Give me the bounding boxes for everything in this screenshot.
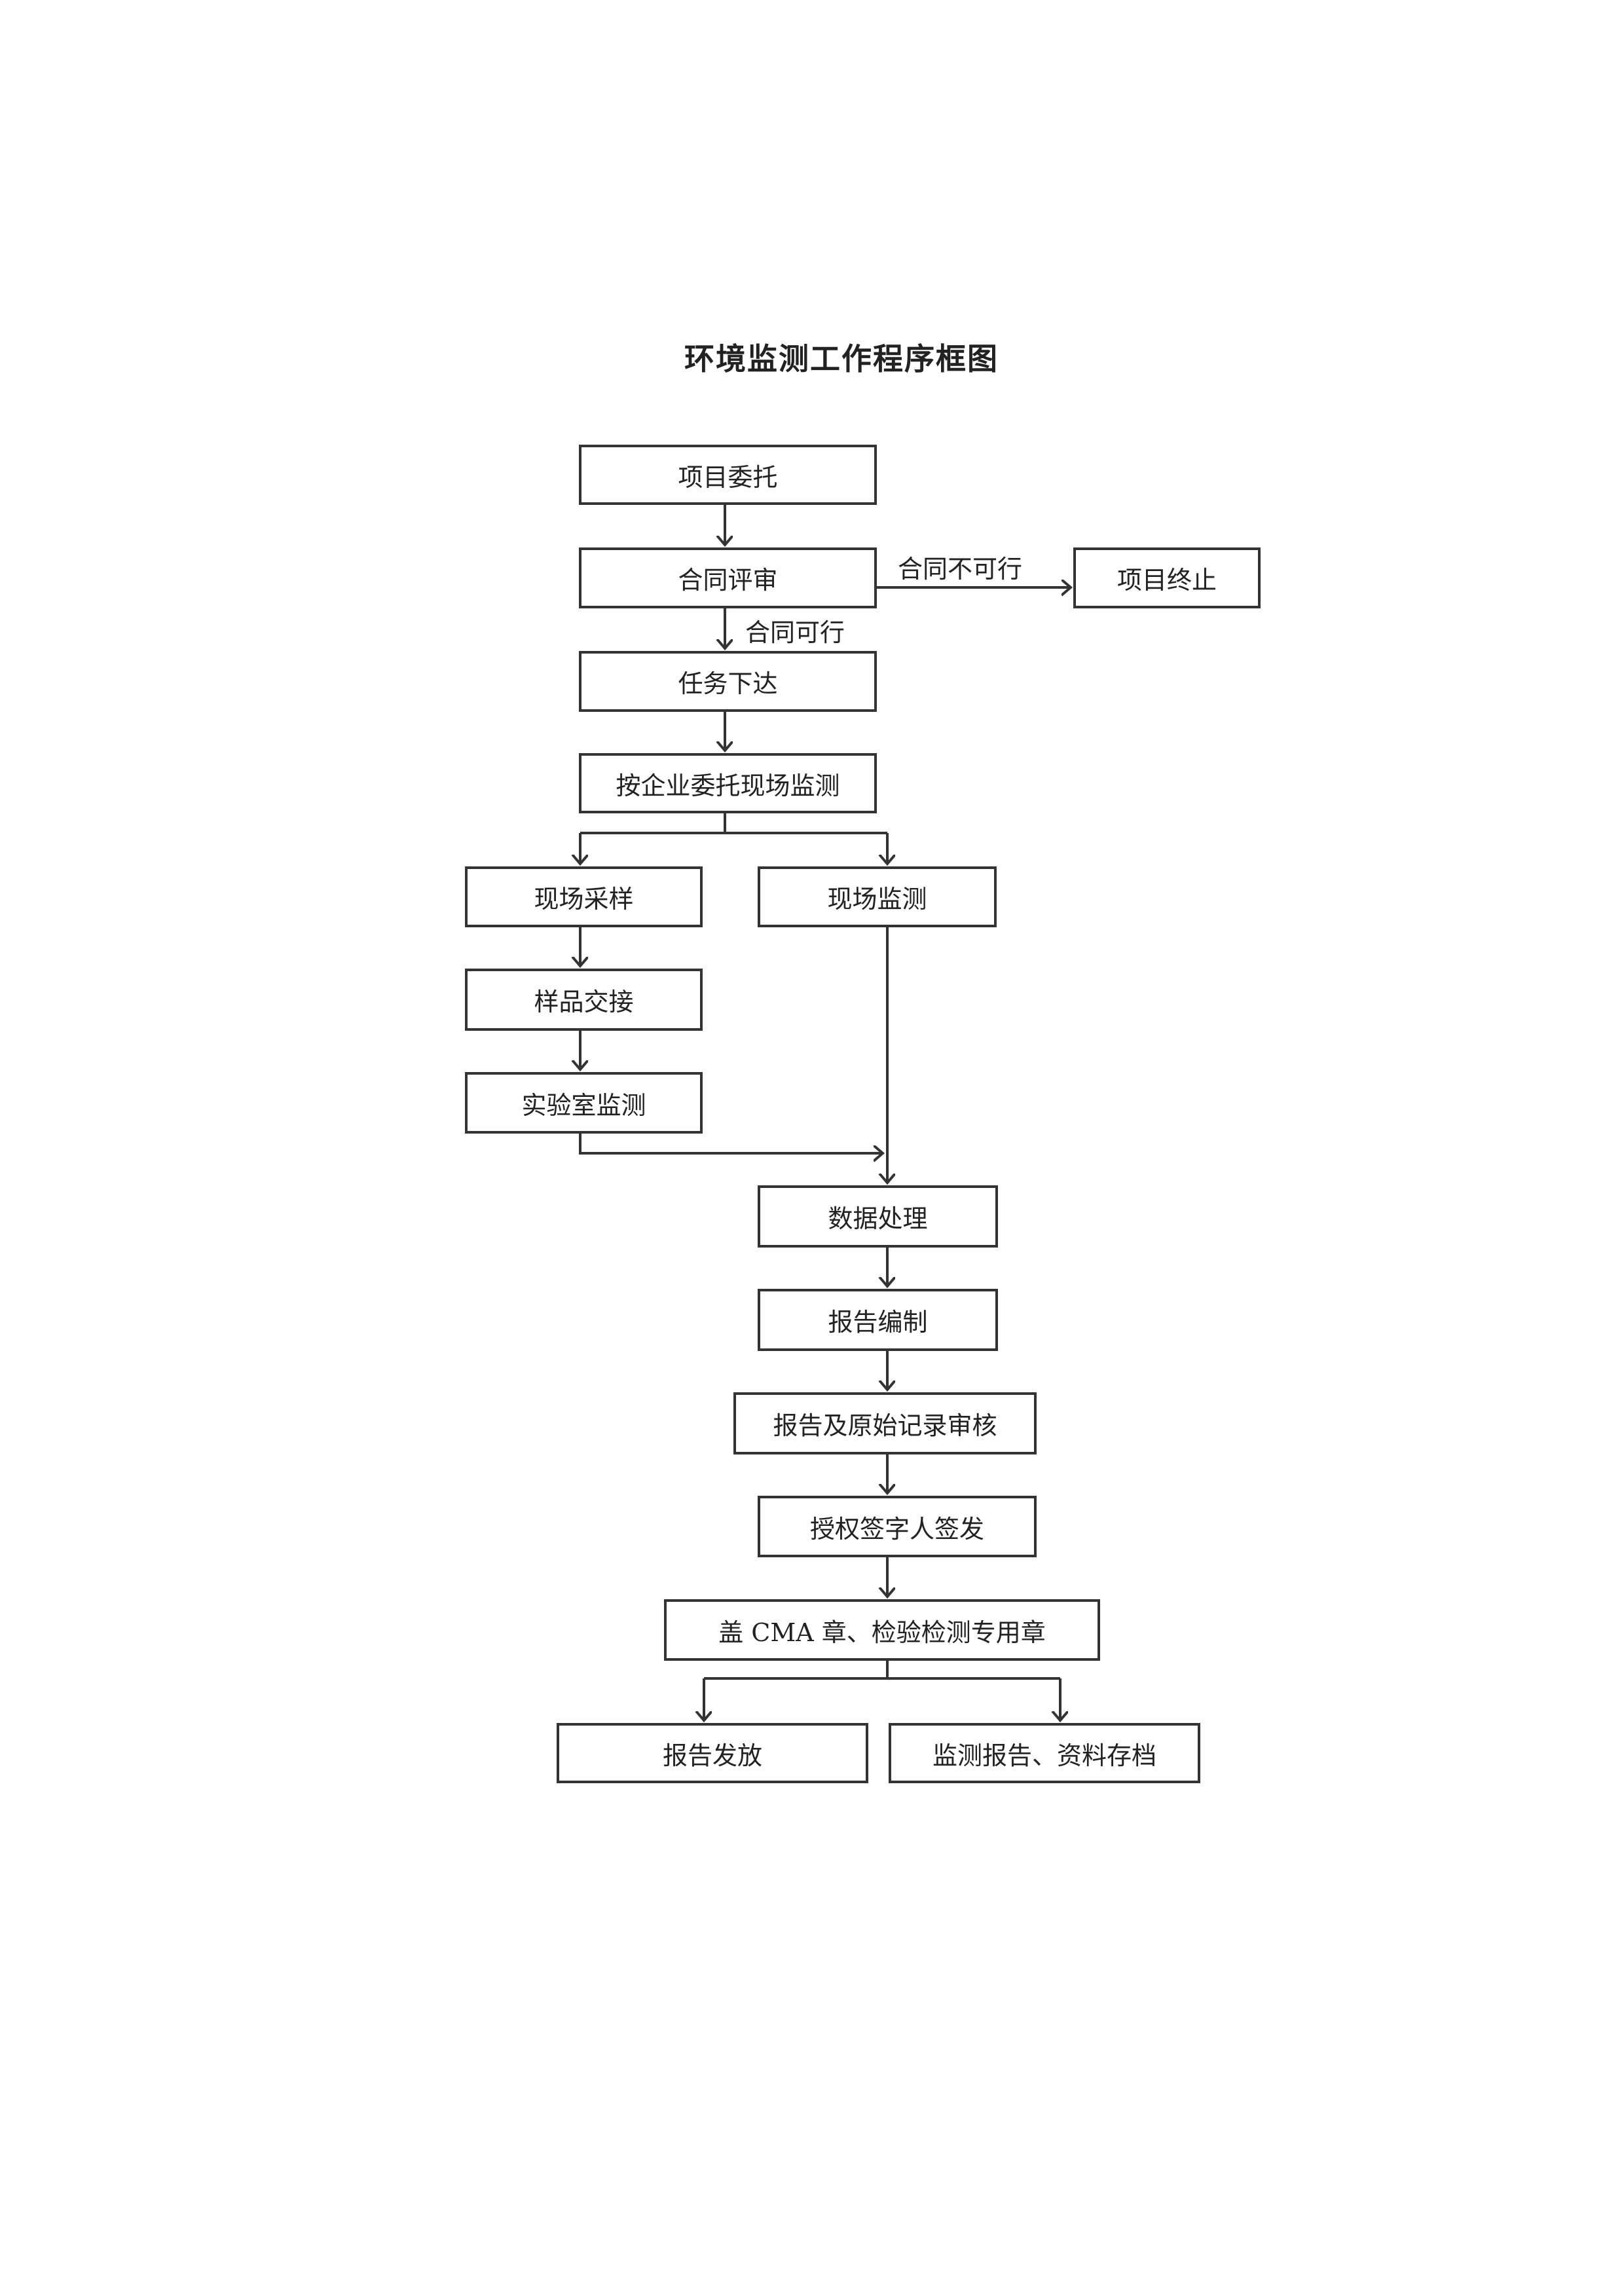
node-lab-monitoring: 实验室监测 (465, 1072, 703, 1134)
node-field-monitoring: 现场监测 (758, 866, 997, 927)
node-authorized-sign: 授权签字人签发 (758, 1496, 1037, 1557)
node-onsite-monitor-by-entrust: 按企业委托现场监测 (579, 753, 877, 813)
node-stamp: 盖 CMA 章、检验检测专用章 (664, 1599, 1100, 1661)
node-field-sampling: 现场采样 (465, 866, 703, 927)
node-report-review: 报告及原始记录审核 (733, 1392, 1037, 1454)
node-entrust: 项目委托 (579, 445, 877, 505)
node-data-processing: 数据处理 (758, 1185, 998, 1248)
node-archive: 监测报告、资料存档 (889, 1723, 1200, 1783)
label-infeasible: 合同不可行 (898, 555, 1023, 583)
node-contract-review: 合同评审 (579, 547, 877, 608)
label-feasible: 合同可行 (745, 618, 845, 647)
node-sample-handover: 样品交接 (465, 969, 703, 1031)
node-terminate: 项目终止 (1073, 547, 1261, 608)
node-task-assign: 任务下达 (579, 651, 877, 712)
node-report-compile: 报告编制 (758, 1289, 998, 1351)
diagram-title: 环境监测工作程序框图 (684, 341, 999, 377)
arrow-lab-merge (579, 1134, 883, 1153)
node-report-issue: 报告发放 (557, 1723, 868, 1783)
